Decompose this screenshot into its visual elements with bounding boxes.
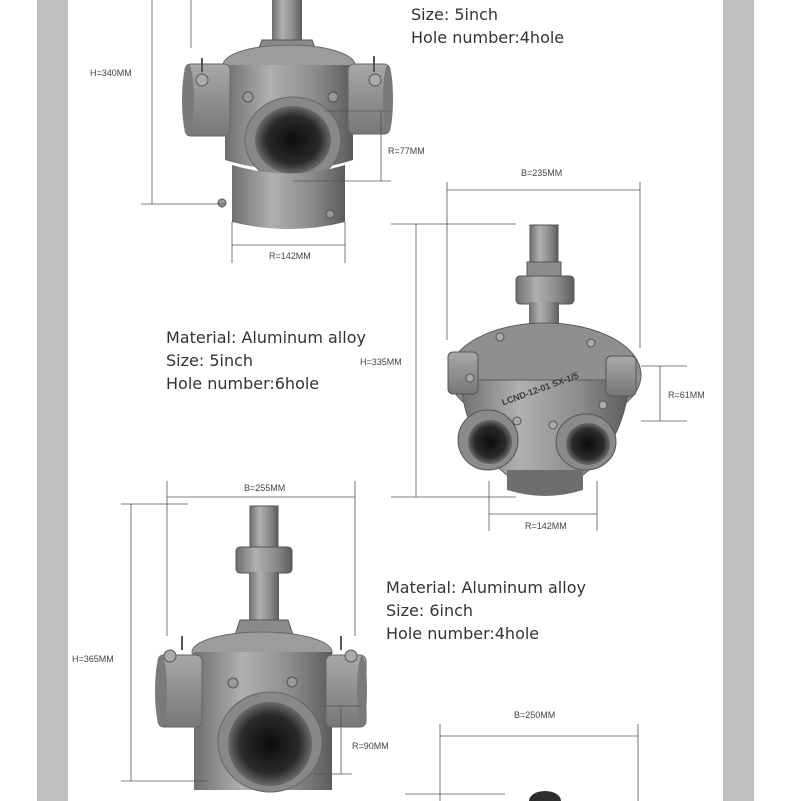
base-radius-label-1: R=142MM bbox=[269, 251, 311, 261]
dimension-lines-product-3 bbox=[121, 481, 362, 782]
dimension-lines-product-4 bbox=[405, 724, 639, 801]
nozzle-product-3 bbox=[155, 505, 367, 793]
base-radius-label-2: R=142MM bbox=[525, 521, 567, 531]
specs-product-3: Material: Aluminum alloy Size: 6inch Hol… bbox=[386, 576, 586, 645]
dimension-lines-product-2 bbox=[391, 182, 687, 531]
specs-product-2: Material: Aluminum alloy Size: 5inch Hol… bbox=[166, 326, 366, 395]
radius-label-1: R=77MM bbox=[388, 146, 425, 156]
width-label-4: B=250MM bbox=[514, 710, 555, 720]
width-label-2: B=235MM bbox=[521, 168, 562, 178]
hole-number-text: Hole number:4hole bbox=[386, 624, 540, 643]
size-text: Size: 5inch bbox=[166, 351, 254, 370]
material-text: Material: Aluminum alloy bbox=[166, 328, 366, 347]
radius-label-3: R=90MM bbox=[352, 741, 389, 751]
hole-number-text: Hole number:4hole bbox=[411, 28, 565, 47]
nozzle-product-2: LCND-12-01 SX-1/5 bbox=[447, 224, 642, 496]
height-label-2: H=335MM bbox=[360, 357, 402, 367]
left-margin-band bbox=[37, 0, 68, 801]
nozzle-product-4 bbox=[529, 791, 561, 801]
size-text: Size: 6inch bbox=[386, 601, 474, 620]
width-label-3: B=255MM bbox=[244, 483, 285, 493]
specs-product-1: Size: 5inch Hole number:4hole bbox=[411, 3, 564, 49]
dimension-lines-product-1 bbox=[141, 0, 391, 263]
height-label-1: H=340MM bbox=[90, 68, 132, 78]
nozzle-product-1 bbox=[182, 0, 393, 229]
size-text: Size: 5inch bbox=[411, 5, 499, 24]
material-text: Material: Aluminum alloy bbox=[386, 578, 586, 597]
hole-number-text: Hole number:6hole bbox=[166, 374, 320, 393]
height-label-3: H=365MM bbox=[72, 654, 114, 664]
radius-label-2: R=61MM bbox=[668, 390, 705, 400]
right-margin-band bbox=[723, 0, 754, 801]
